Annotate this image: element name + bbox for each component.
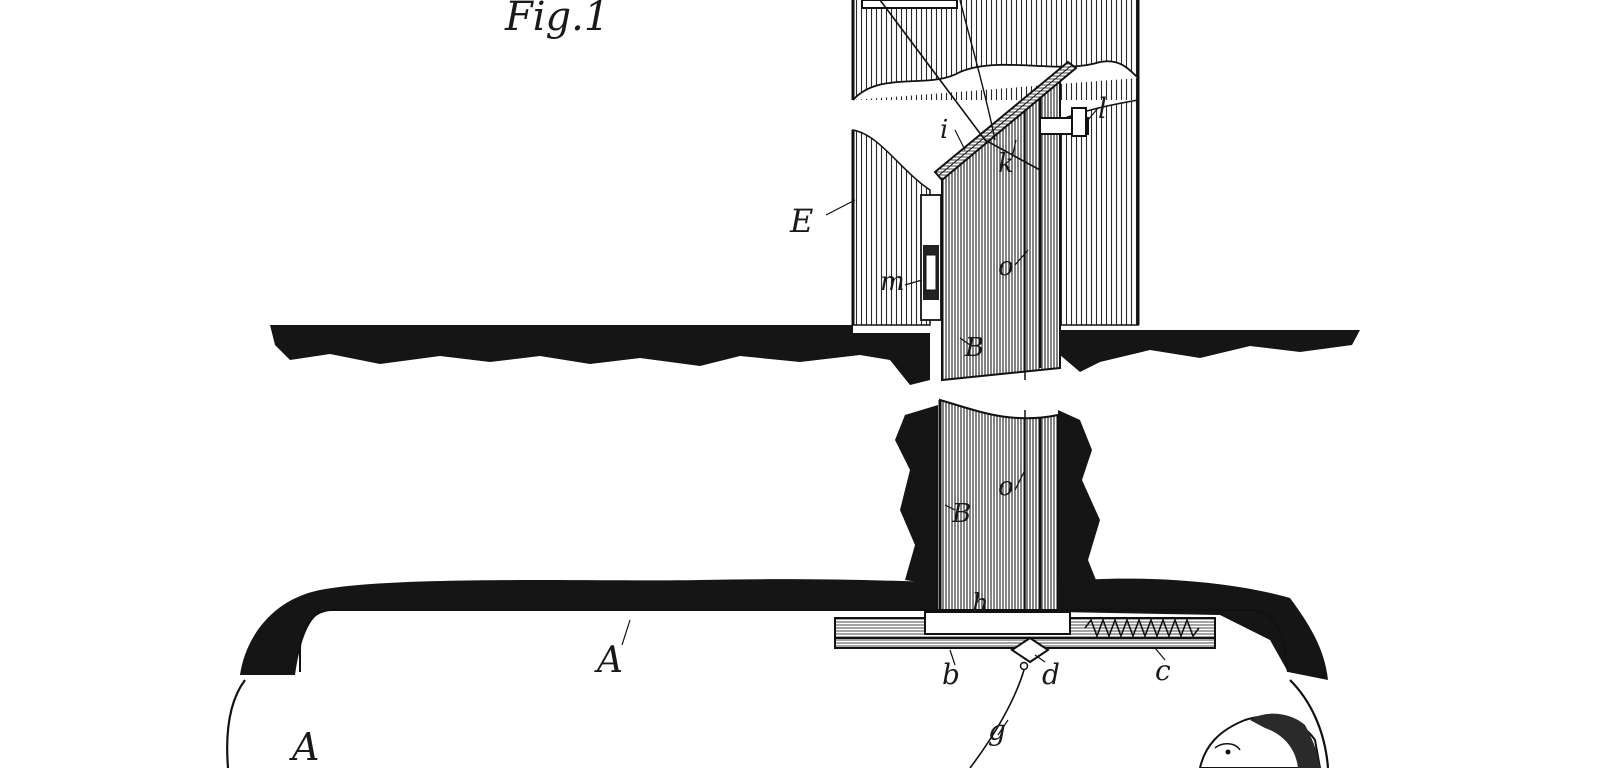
ground-surface <box>270 325 1360 385</box>
label-A-room: A <box>289 725 319 768</box>
slide-mechanism <box>834 611 1216 671</box>
label-b: b <box>942 658 960 691</box>
label-A-ceiling: A <box>594 640 623 681</box>
catch-d <box>1010 636 1050 664</box>
label-i: i <box>940 115 948 145</box>
human-head-icon <box>1198 713 1322 768</box>
label-m: m <box>880 267 905 297</box>
figure-title: Fig.1 <box>504 0 609 40</box>
signal-cords <box>879 0 1041 171</box>
reference-labels: E i k l m o B o B h A b d c g A <box>289 92 1171 768</box>
hinged-lid-i <box>933 60 1078 182</box>
label-E: E <box>789 202 813 240</box>
shaft-B-lower <box>938 398 1059 640</box>
label-g: g <box>988 714 1006 747</box>
label-B-lower: B <box>951 499 971 529</box>
ceiling-slab-A <box>299 609 1289 673</box>
bracket-l <box>1039 107 1089 137</box>
vault-earth <box>240 578 1328 680</box>
shaft-B-upper <box>941 67 1061 382</box>
label-l: l <box>1098 92 1107 125</box>
pull-cord-g <box>969 669 1025 768</box>
label-c: c <box>1155 654 1171 687</box>
label-k: k <box>998 149 1014 179</box>
room-chamber-A <box>226 679 1330 768</box>
label-d: d <box>1042 658 1060 691</box>
leader-lines <box>621 107 1166 736</box>
label-o-lower: o <box>998 472 1014 502</box>
spring-c <box>1084 617 1200 639</box>
earth-fill <box>895 405 1100 585</box>
label-B-upper: B <box>964 333 984 363</box>
label-h: h <box>972 589 989 619</box>
signal-box-m <box>920 194 942 321</box>
label-o-upper: o <box>998 252 1014 282</box>
outer-pipe-E <box>851 0 1140 326</box>
